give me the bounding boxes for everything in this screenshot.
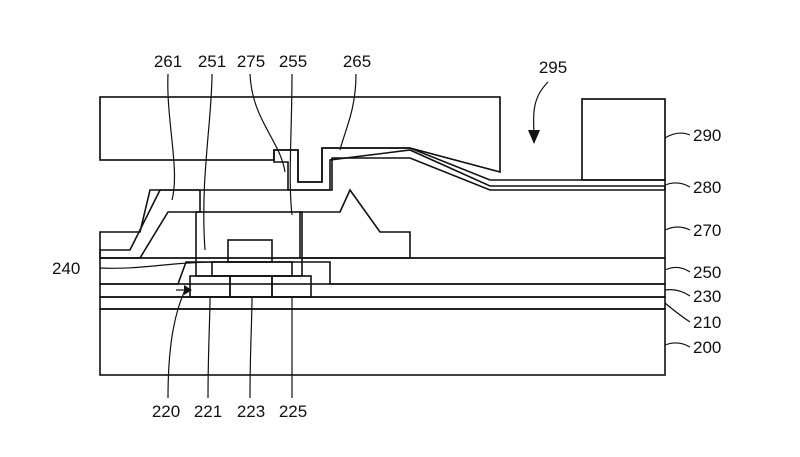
leader-240 [100,262,215,268]
source-electrode-261 [100,190,200,258]
leader-290 [665,133,690,138]
leader-255 [290,74,292,215]
label-251: 251 [198,52,226,71]
drain-region-225 [272,276,311,297]
label-265: 265 [343,52,371,71]
label-221: 221 [194,402,222,421]
label-270: 270 [693,221,721,240]
label-240: 240 [52,259,80,278]
substrate-200 [100,309,665,375]
pixel-electrode-280 [274,148,665,190]
planarization-layer-270 [100,150,665,258]
leader-250 [665,267,690,272]
leader-270 [665,227,690,230]
leader-230 [665,290,690,296]
leader-275 [250,74,285,172]
label-255: 255 [279,52,307,71]
leader-280 [665,183,690,187]
label-230: 230 [693,287,721,306]
label-261: 261 [154,52,182,71]
label-275: 275 [237,52,265,71]
pixel-defining-block-right [582,99,665,180]
gate-electrode-240 [212,262,292,276]
interlayer-insulator-250 [100,258,665,284]
contact-arrow-head [184,285,192,295]
leader-200 [665,343,690,347]
label-220: 220 [152,402,180,421]
label-200: 200 [693,338,721,357]
leader-251 [204,74,212,250]
source-region-221 [190,276,230,297]
leader-261 [168,74,175,200]
label-290: 290 [693,126,721,145]
leader-265 [340,74,356,150]
label-280: 280 [693,178,721,197]
buffer-layer-210 [100,297,665,309]
opening-arrow-head [528,130,540,144]
label-225: 225 [279,402,307,421]
leader-210 [665,303,690,322]
channel-region-223 [230,276,272,297]
leader-220 [168,290,185,398]
label-210: 210 [693,313,721,332]
leader-221 [208,297,210,398]
drain-electrode-265 [300,190,410,258]
label-295: 295 [539,58,567,77]
pixel-defining-block-right-diag [582,99,665,180]
label-223: 223 [237,402,265,421]
label-250: 250 [693,263,721,282]
leader-223 [250,297,252,398]
